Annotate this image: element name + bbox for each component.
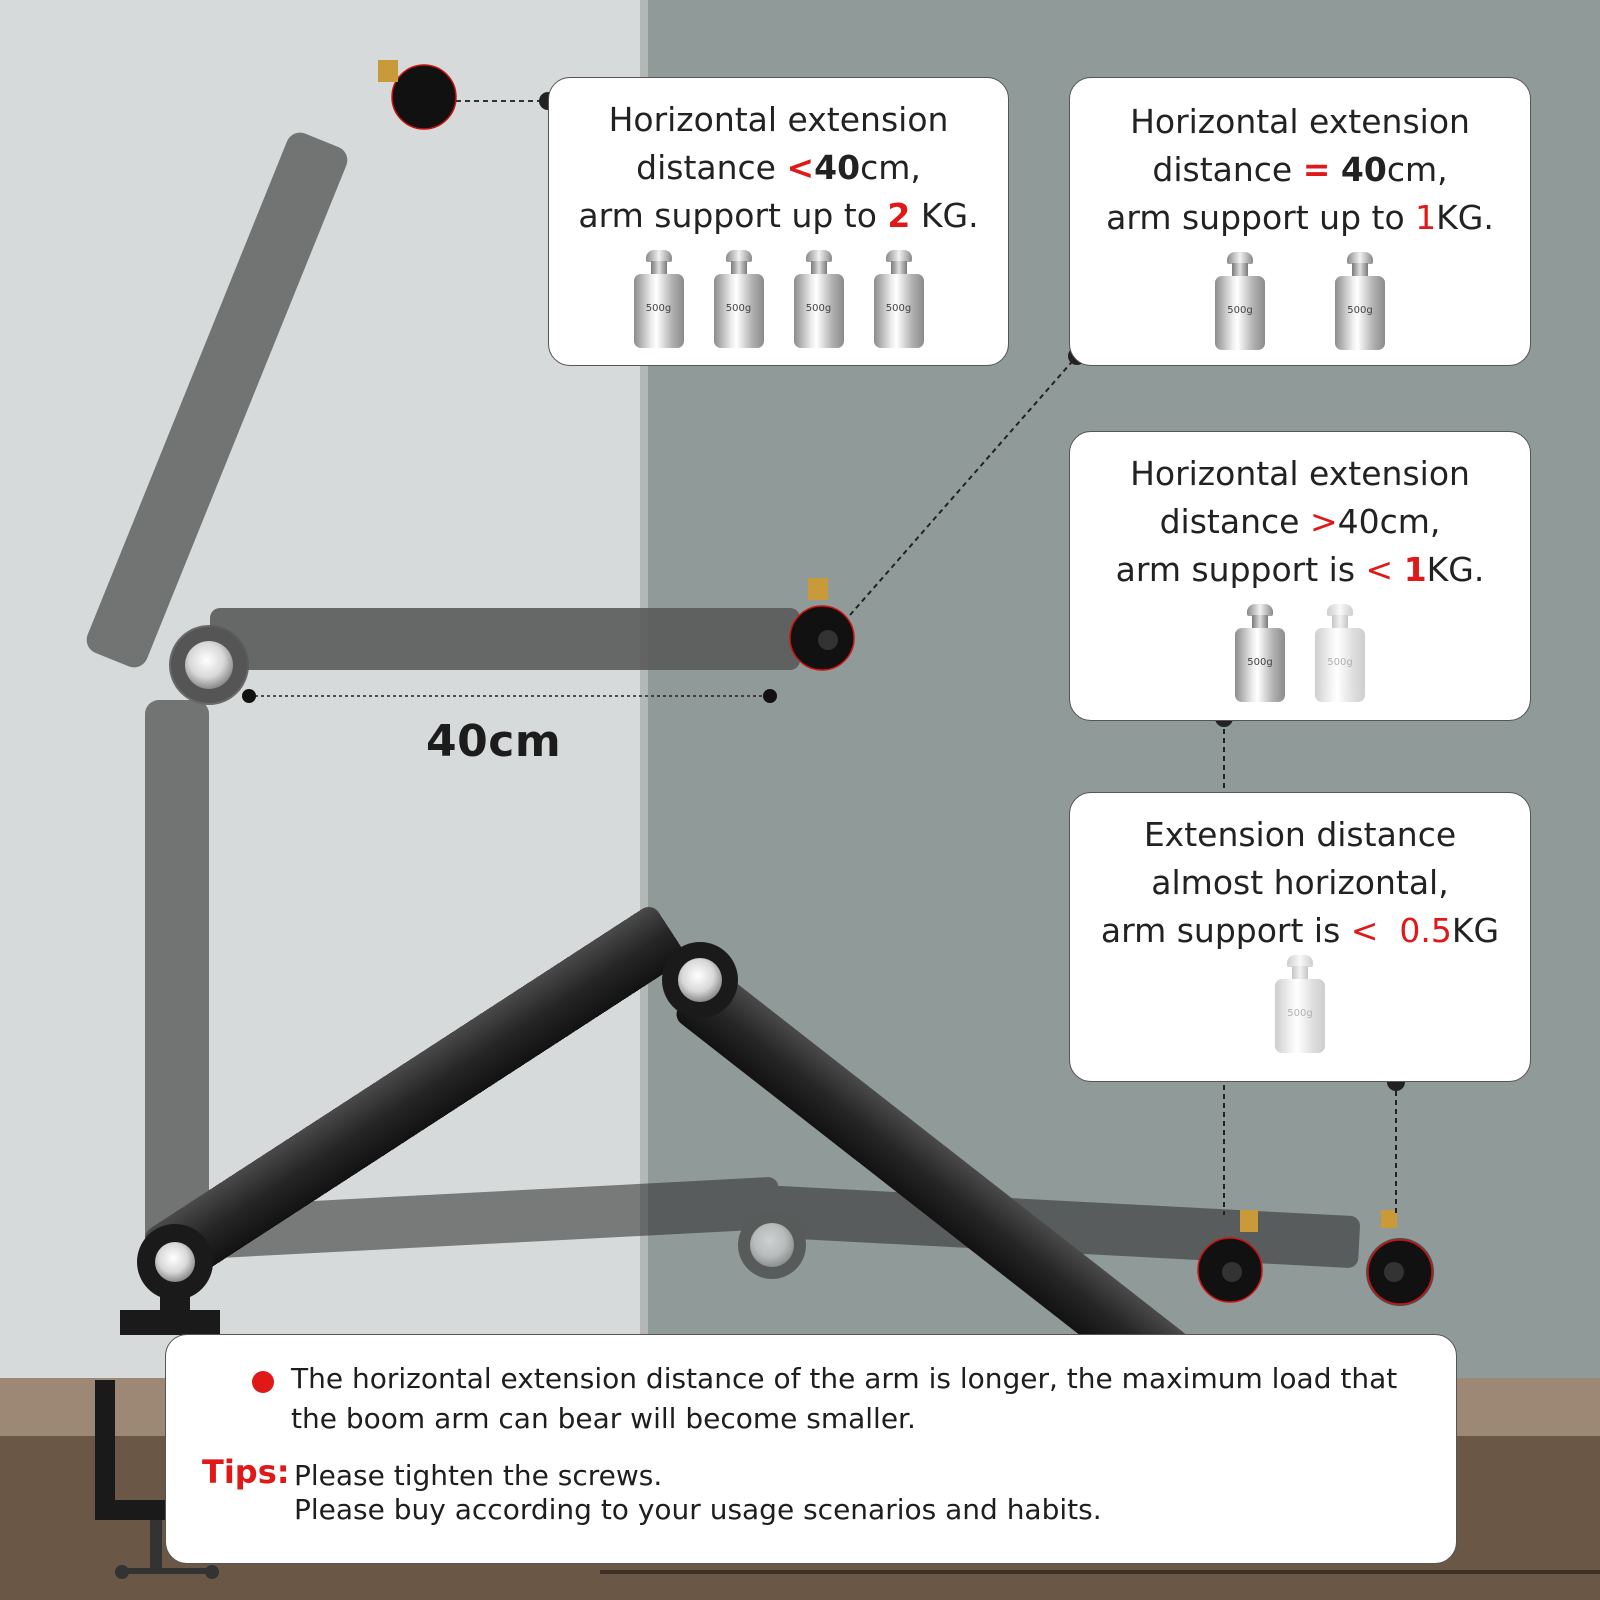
weight-label: 500g — [725, 303, 752, 314]
arm-position-angled — [137, 906, 1263, 1400]
weight-label: 500g — [645, 303, 672, 314]
weight-500g-icon: 500g — [713, 250, 764, 350]
weight-500g-icon: 500g — [873, 250, 924, 350]
weight-label: 500g — [1227, 305, 1253, 316]
weight-group-1: 500g 500g 500g 500g — [549, 250, 1008, 350]
info-panel: The horizontal extension distance of the… — [165, 1334, 1457, 1564]
tip-tighten-screws: Please tighten the screws. — [294, 1459, 663, 1492]
callout-greater-than-40cm: Horizontal extension distance >40cm, arm… — [1069, 431, 1531, 721]
tips-label: Tips: — [202, 1453, 290, 1491]
callout-almost-horizontal: Extension distance almost horizontal, ar… — [1069, 792, 1531, 1082]
weight-group-2: 500g 500g — [1070, 252, 1530, 352]
callout-2-line-1: Horizontal extension — [1130, 102, 1470, 141]
mic-mount-far — [1367, 1210, 1433, 1305]
callout-equal-40cm: Horizontal extension distance = 40cm, ar… — [1069, 77, 1531, 366]
tip-buy-according: Please buy according to your usage scena… — [294, 1493, 1102, 1526]
callout-4-line-2: almost horizontal, — [1151, 863, 1449, 902]
red-bullet-icon — [252, 1371, 274, 1393]
weight-group-4: 500g — [1070, 955, 1530, 1055]
weight-500g-icon: 500g — [1275, 955, 1325, 1055]
weight-500g-icon: 500g — [793, 250, 844, 350]
weight-label: 500g — [1247, 657, 1273, 668]
weight-500g-icon: 500g — [1215, 252, 1265, 352]
callout-1-line-1: Horizontal extension — [608, 100, 949, 139]
callout-4-line-1: Extension distance — [1143, 815, 1457, 854]
callout-3-line-1: Horizontal extension — [1130, 454, 1470, 493]
callout-connectors — [1223, 720, 1397, 1215]
callout-less-than-40cm: Horizontal extension distance <40cm, arm… — [548, 77, 1009, 366]
weight-label: 500g — [805, 303, 832, 314]
distance-40cm-label: 40cm — [426, 716, 562, 767]
weight-500g-icon: 500g — [1315, 604, 1365, 704]
weight-500g-icon: 500g — [1235, 604, 1285, 704]
table-clamp-icon — [95, 1290, 220, 1579]
wall-edge — [640, 0, 648, 1600]
weight-label: 500g — [1327, 657, 1353, 668]
wall-light — [0, 0, 645, 1600]
weight-label: 500g — [1287, 1008, 1313, 1019]
weight-500g-icon: 500g — [633, 250, 684, 350]
weight-500g-icon: 500g — [1335, 252, 1385, 352]
weight-label: 500g — [1347, 305, 1373, 316]
arm-position-40cm — [171, 347, 1086, 703]
weight-label: 500g — [885, 303, 912, 314]
load-note: The horizontal extension distance of the… — [291, 1362, 1398, 1435]
weight-group-3: 500g 500g — [1070, 604, 1530, 704]
drawer-line — [600, 1570, 1600, 1574]
